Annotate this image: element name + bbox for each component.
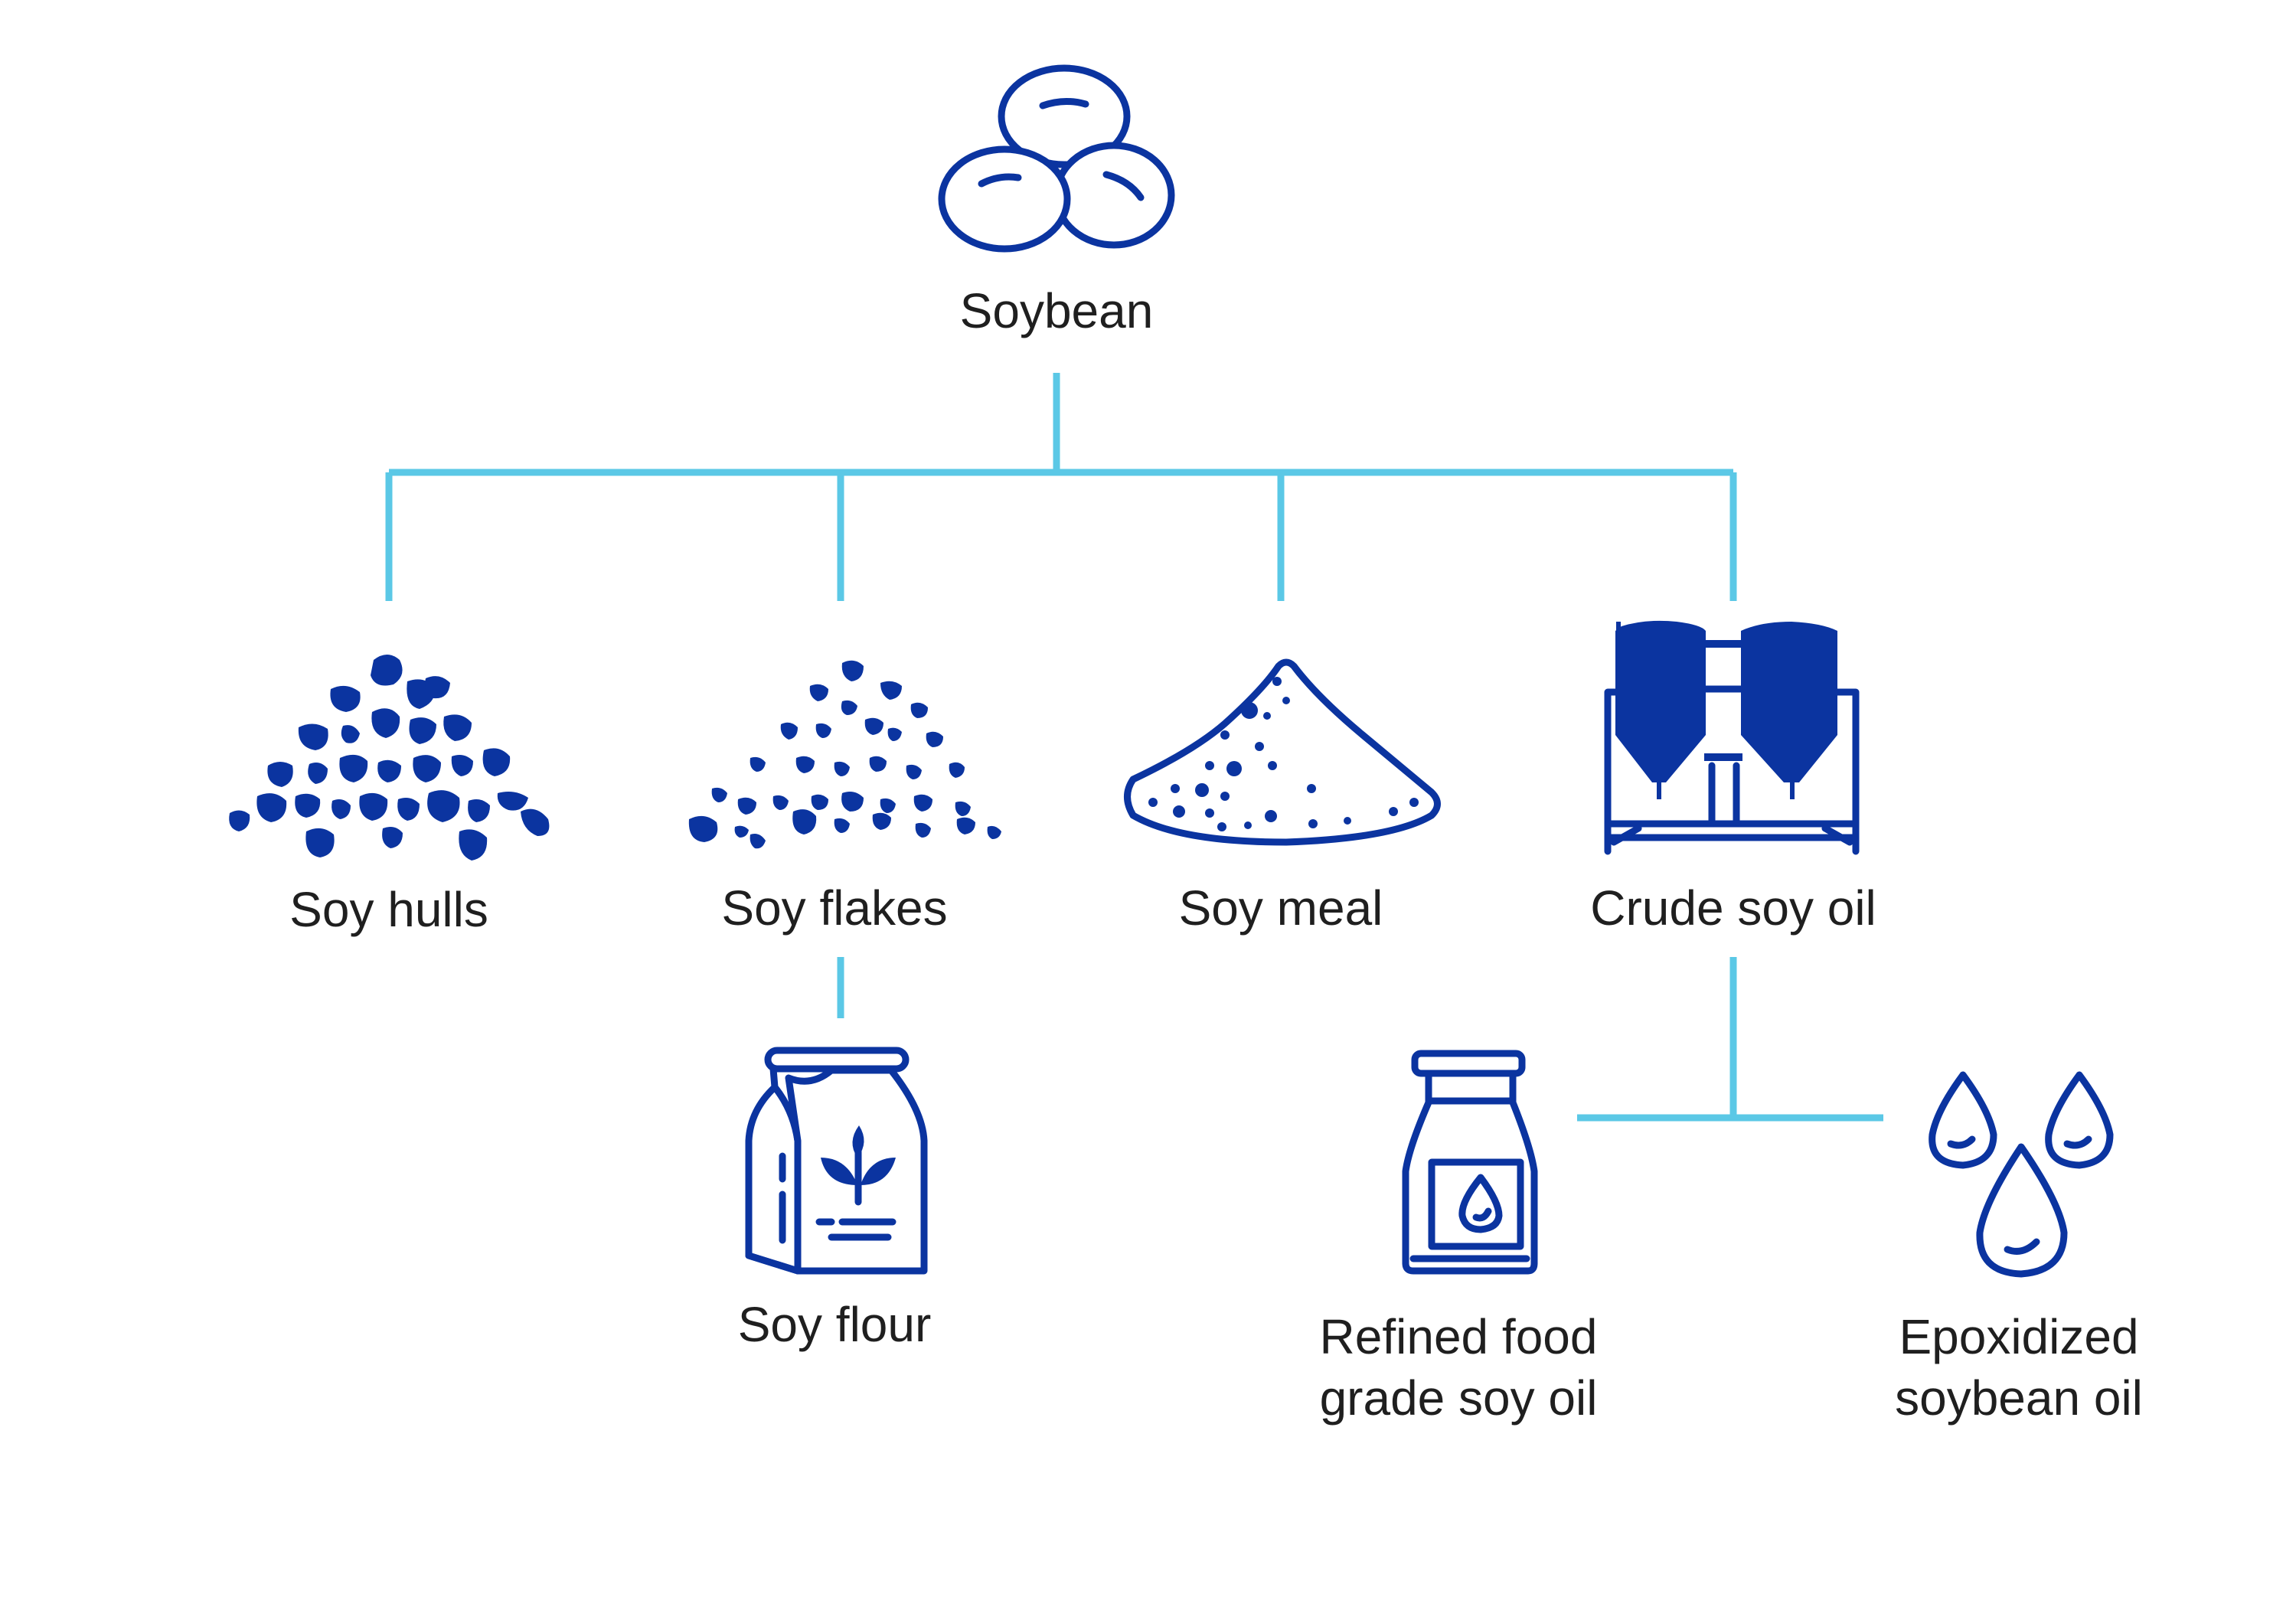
hulls-pile-icon — [229, 655, 550, 861]
soy-meal-label: Soy meal — [1179, 880, 1383, 936]
epoxidized-oil-label-line1: Epoxidized — [1899, 1309, 2138, 1364]
soy-hulls-label: Soy hulls — [289, 882, 488, 937]
soy-flakes-label: Soy flakes — [721, 880, 947, 936]
connectors — [385, 373, 1883, 1122]
oil-tanks-icon — [1604, 620, 1860, 855]
soybeans-icon — [938, 64, 1175, 253]
crude-soy-oil-label: Crude soy oil — [1590, 880, 1876, 936]
soy-flour-label: Soy flour — [738, 1297, 932, 1352]
epoxidized-oil-label-line2: soybean oil — [1895, 1370, 2143, 1426]
oil-drops-icon — [1929, 1071, 2114, 1278]
refined-oil-label-line2: grade soy oil — [1320, 1370, 1598, 1426]
flakes-pile-icon — [688, 660, 1001, 849]
meal-pile-icon — [1124, 658, 1441, 846]
refined-oil-label-line1: Refined food — [1320, 1309, 1598, 1364]
flour-bag-icon — [745, 1047, 928, 1275]
soybean-label: Soybean — [960, 283, 1154, 338]
oil-bottle-icon — [1402, 1050, 1538, 1275]
